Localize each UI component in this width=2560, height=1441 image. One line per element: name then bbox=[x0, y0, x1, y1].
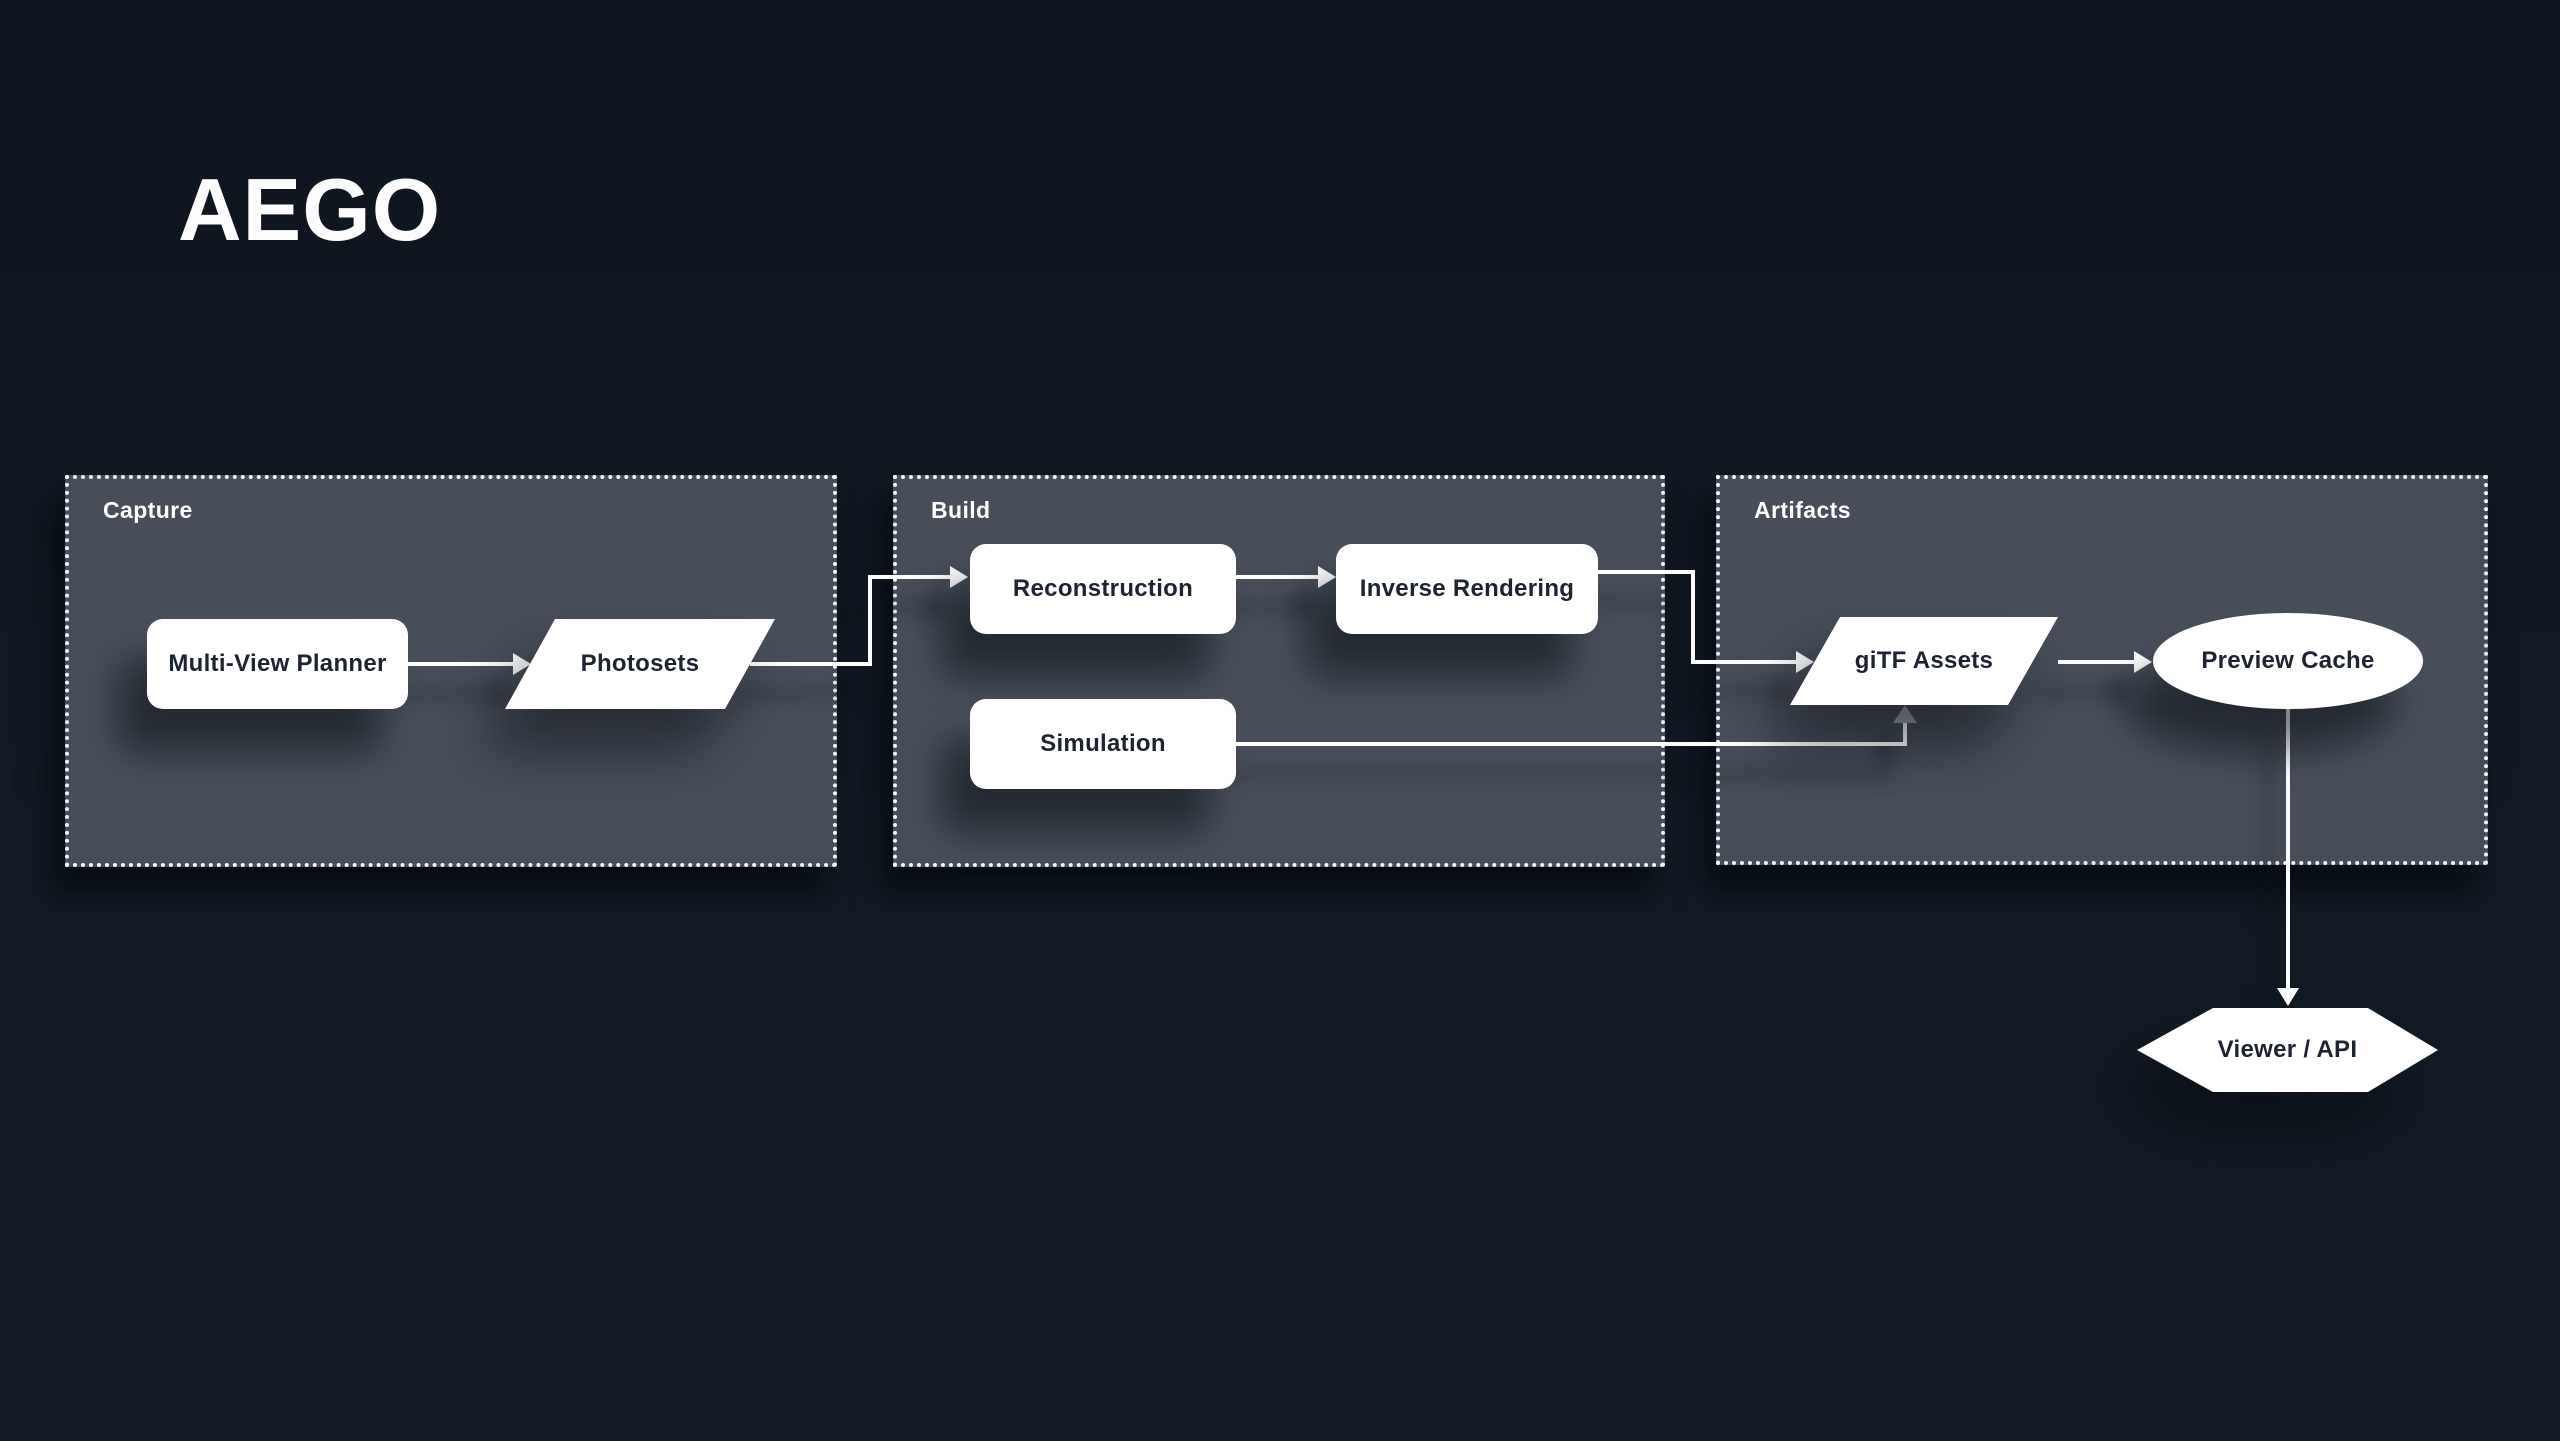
node-simulation: Simulation bbox=[970, 699, 1236, 789]
hexagon-shape bbox=[2137, 1008, 2438, 1092]
edge-photosets-to-reconstruction bbox=[750, 566, 968, 666]
node-preview-cache: Preview Cache bbox=[2153, 613, 2423, 709]
arrowhead bbox=[513, 653, 531, 675]
node-gitf-assets: giTF Assets bbox=[1780, 617, 2068, 705]
edge-preview-cache-to-viewer-api bbox=[2277, 709, 2299, 1006]
node-inverse-rendering-label: Inverse Rendering bbox=[1359, 575, 1575, 602]
edge-simulation-to-gitf-assets bbox=[1236, 705, 1917, 746]
edge-reconstruction-to-inverse-rendering bbox=[1236, 566, 1336, 588]
arrowhead bbox=[1796, 651, 1814, 673]
node-reconstruction: Reconstruction bbox=[970, 544, 1236, 634]
arrowhead bbox=[2134, 651, 2152, 673]
node-inverse-rendering: Inverse Rendering bbox=[1336, 544, 1598, 634]
arrowhead bbox=[950, 566, 968, 588]
group-capture-label: Capture bbox=[103, 497, 193, 523]
group-artifacts-label: Artifacts bbox=[1754, 497, 1851, 523]
node-simulation-label: Simulation bbox=[1040, 730, 1166, 757]
node-photosets: Photosets bbox=[495, 619, 785, 709]
edge-inverse-rendering-to-gitf-assets bbox=[1598, 570, 1814, 673]
arrowhead bbox=[1318, 566, 1336, 588]
node-viewer-api-label: Viewer / API bbox=[2217, 1036, 2358, 1063]
page-title: AEGO bbox=[178, 160, 442, 259]
parallelogram-shape bbox=[505, 619, 775, 709]
arrowhead bbox=[1893, 705, 1917, 723]
edge-multi-view-planner-to-photosets bbox=[408, 653, 531, 675]
edge-gitf-assets-to-preview-cache bbox=[2058, 651, 2152, 673]
parallelogram-shape bbox=[1790, 617, 2058, 705]
arrowhead bbox=[2277, 988, 2299, 1006]
group-build: Build bbox=[893, 475, 1665, 867]
node-reconstruction-label: Reconstruction bbox=[1012, 575, 1194, 602]
group-build-label: Build bbox=[931, 497, 991, 523]
node-multi-view-planner-label: Multi-View Planner bbox=[168, 650, 387, 677]
node-preview-cache-label: Preview Cache bbox=[2201, 647, 2375, 674]
node-photosets-label: Photosets bbox=[580, 650, 700, 677]
node-viewer-api: Viewer / API bbox=[2127, 1008, 2448, 1092]
node-multi-view-planner: Multi-View Planner bbox=[147, 619, 408, 709]
node-gitf-assets-label: giTF Assets bbox=[1854, 647, 1994, 674]
